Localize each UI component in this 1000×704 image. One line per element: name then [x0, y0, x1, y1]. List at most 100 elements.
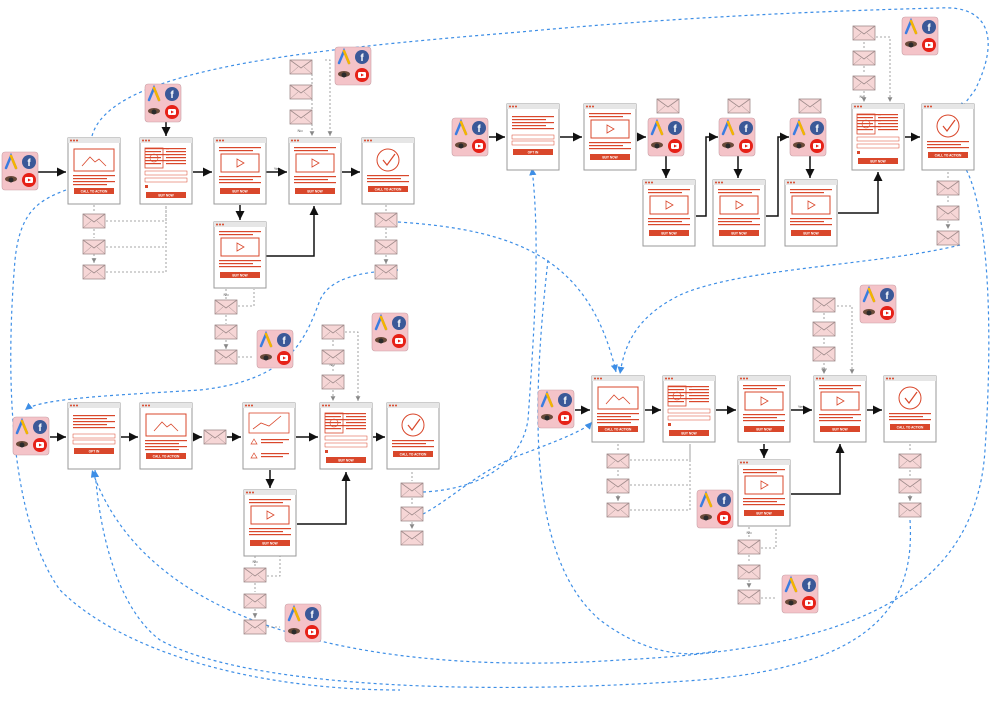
pixel-icon: [288, 628, 300, 635]
cta-button[interactable]: [890, 424, 930, 430]
funnel-page[interactable]: BUY NOW: [784, 179, 838, 247]
traffic-source: f: [1, 151, 39, 191]
email-sequence-link: [267, 556, 281, 628]
funnel-page[interactable]: BUY NOW: [213, 137, 267, 205]
cta-button[interactable]: [590, 154, 630, 160]
funnel-page[interactable]: OPT IN: [506, 103, 560, 171]
funnel-page[interactable]: BUY NOW: [642, 179, 696, 247]
pixel-icon: [338, 71, 350, 78]
cta-label: CALL TO ACTION: [935, 153, 962, 157]
youtube-icon: [810, 139, 824, 153]
cta-button[interactable]: [220, 188, 260, 194]
cta-button[interactable]: [598, 426, 638, 432]
cta-label: OPT IN: [89, 449, 100, 453]
cta-button[interactable]: [791, 230, 831, 236]
funnel-page[interactable]: [242, 402, 296, 470]
cta-button[interactable]: [744, 510, 784, 516]
funnel-page[interactable]: BUY NOW: [213, 221, 267, 289]
funnel-page[interactable]: BUY NOW: [662, 375, 716, 443]
cta-button[interactable]: [393, 451, 433, 457]
youtube-icon: [392, 334, 406, 348]
funnel-page[interactable]: CALL TO ACTION: [921, 103, 975, 171]
funnel-page[interactable]: BUY NOW: [737, 459, 791, 527]
pixel-icon: [793, 142, 805, 149]
play-icon: [311, 158, 320, 168]
envelope-icon: [812, 346, 836, 362]
cta-label: CALL TO ACTION: [400, 452, 427, 456]
cta-button[interactable]: [858, 158, 898, 164]
cta-button[interactable]: [250, 540, 290, 546]
google-ads-icon: [792, 118, 806, 136]
retarget-link: [422, 167, 537, 493]
cta-button[interactable]: [326, 457, 366, 463]
cta-button[interactable]: [820, 426, 860, 432]
funnel-page[interactable]: CALL TO ACTION: [139, 402, 193, 470]
svg-text:f: f: [360, 53, 364, 64]
funnel-page[interactable]: BUY NOW: [288, 137, 342, 205]
funnel-page[interactable]: CALL TO ACTION: [386, 402, 440, 470]
pixel-icon: [148, 108, 160, 115]
facebook-icon: f: [668, 121, 682, 135]
funnel-page[interactable]: CALL TO ACTION: [67, 137, 121, 205]
envelope-icon: [812, 321, 836, 337]
traffic-source: f: [451, 117, 489, 157]
envelope-icon: [606, 478, 630, 494]
cta-button[interactable]: [146, 453, 186, 459]
cta-button[interactable]: [74, 448, 114, 454]
cta-label: BUY NOW: [602, 155, 617, 159]
funnel-page[interactable]: BUY NOW: [243, 489, 297, 557]
envelope-icon: [852, 75, 876, 91]
envelope-icon: [727, 98, 751, 114]
email-sequence-link: [106, 205, 167, 273]
play-icon: [236, 242, 245, 252]
facebook-icon: f: [165, 87, 179, 101]
funnel-page[interactable]: BUY NOW: [737, 375, 791, 443]
pixel-icon: [260, 354, 272, 361]
cta-button[interactable]: [368, 186, 408, 192]
cta-button[interactable]: [669, 430, 709, 436]
cta-button[interactable]: [928, 152, 968, 158]
traffic-source: f: [696, 489, 734, 529]
funnel-page[interactable]: OPT IN: [67, 402, 121, 470]
flow-arrow: [791, 444, 845, 495]
facebook-icon: f: [392, 316, 406, 330]
envelope-icon: [936, 180, 960, 196]
funnel-page[interactable]: BUY NOW: [851, 103, 905, 171]
cta-button[interactable]: [74, 188, 114, 194]
cta-button[interactable]: [220, 272, 260, 278]
cta-button[interactable]: [744, 426, 784, 432]
funnel-page[interactable]: BUY NOW: [813, 375, 867, 443]
google-ads-icon: [454, 118, 468, 136]
funnel-page[interactable]: BUY NOW: [319, 402, 373, 470]
google-ads-icon: [337, 47, 351, 65]
cta-button[interactable]: [513, 149, 553, 155]
envelope-icon: [214, 299, 238, 315]
retarget-link: [24, 269, 399, 411]
traffic-source: f: [334, 46, 372, 86]
funnel-page[interactable]: CALL TO ACTION: [361, 137, 415, 205]
funnel-page[interactable]: BUY NOW: [712, 179, 766, 247]
youtube-icon: [22, 173, 36, 187]
cta-label: CALL TO ACTION: [897, 425, 924, 429]
email-sequence-link: [837, 305, 855, 374]
funnel-page[interactable]: BUY NOW: [583, 103, 637, 171]
cta-button[interactable]: [719, 230, 759, 236]
facebook-icon: f: [717, 493, 731, 507]
cta-button[interactable]: [649, 230, 689, 236]
google-ads-icon: [904, 17, 918, 35]
facebook-icon: f: [355, 50, 369, 64]
mountain-image-icon: [145, 413, 187, 437]
funnel-page[interactable]: CALL TO ACTION: [883, 375, 937, 443]
cta-button[interactable]: [295, 188, 335, 194]
pixel-icon: [722, 142, 734, 149]
retarget-link: [91, 7, 989, 137]
cta-label: CALL TO ACTION: [153, 454, 180, 458]
funnel-page[interactable]: CALL TO ACTION: [591, 375, 645, 443]
funnel-page[interactable]: BUY NOW: [139, 137, 193, 205]
cta-label: BUY NOW: [870, 159, 885, 163]
envelope-icon: [400, 482, 424, 498]
facebook-icon: f: [739, 121, 753, 135]
cta-button[interactable]: [146, 192, 186, 198]
facebook-icon: f: [22, 155, 36, 169]
cta-label: BUY NOW: [232, 189, 247, 193]
